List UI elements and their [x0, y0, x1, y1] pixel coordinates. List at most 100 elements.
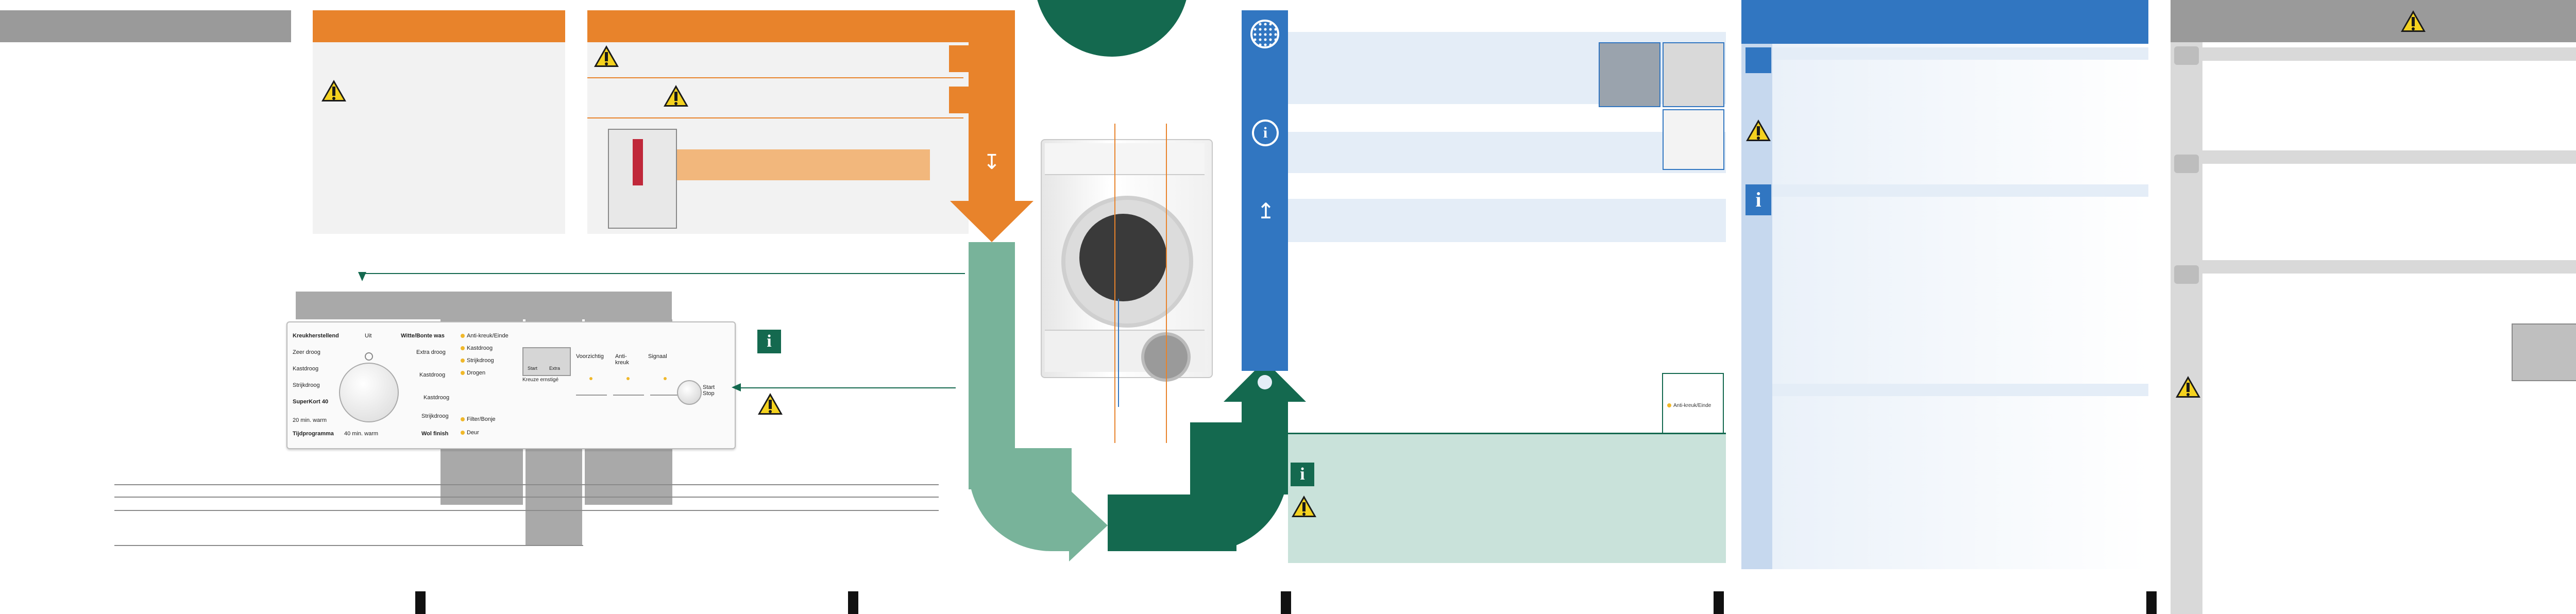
- option-button-label: Signaal: [648, 353, 667, 360]
- dryer-top-panel: [1045, 143, 1205, 175]
- column-2-header-bar: [313, 10, 565, 42]
- notes-panel: [1288, 434, 1726, 563]
- fold-mark: [1714, 591, 1724, 614]
- option-button[interactable]: [650, 389, 681, 396]
- warning-icon: [321, 80, 346, 101]
- program-label: Kastdroog: [293, 366, 319, 372]
- callout-line: [1166, 124, 1167, 443]
- program-label: 40 min. warm: [344, 431, 379, 437]
- column-5-content: [1772, 44, 2148, 569]
- program-dial[interactable]: [339, 363, 399, 422]
- display-caption: Kreuze ernstigé: [522, 377, 559, 383]
- info-icon: i: [1745, 184, 1771, 215]
- info-circle-icon: i: [1252, 120, 1279, 146]
- orange-arrow-head: [950, 201, 1033, 242]
- blue-side-column: [1242, 10, 1288, 371]
- status-indicator: Deur: [461, 430, 479, 436]
- option-led: [664, 377, 667, 380]
- program-label: Kreukherstellend: [293, 333, 339, 339]
- option-button[interactable]: [576, 389, 607, 396]
- filter-photo: [1599, 42, 1660, 107]
- panel-label-band: [296, 292, 672, 319]
- connector-line: [362, 273, 965, 274]
- green-arrow-curve: [969, 448, 1072, 551]
- green-arrow-head: [1069, 489, 1108, 561]
- connector-arrow: [732, 383, 741, 391]
- status-indicator: Kastdroog: [461, 345, 493, 351]
- section-band: [1772, 184, 2148, 197]
- program-label: Tijdprogramma: [293, 431, 334, 437]
- dial-marker: [365, 352, 373, 361]
- column-6-side-strip: [2171, 42, 2202, 614]
- highlight-band: [672, 149, 930, 180]
- program-label: Extra droog: [416, 349, 446, 355]
- option-button[interactable]: [613, 389, 644, 396]
- lint-filter-icon: ↧: [983, 151, 1001, 174]
- section-band: [1288, 132, 1726, 173]
- warning-icon: [594, 45, 619, 67]
- status-indicator: Anti-kreuk/Einde: [461, 333, 509, 339]
- program-label: 20 min. warm: [293, 417, 327, 423]
- status-indicator: Strijkdroog: [461, 357, 494, 364]
- arrow-into-photo: [633, 139, 643, 185]
- status-indicator: Filter/Bonje: [461, 416, 496, 422]
- column-6-header-bar: [2171, 0, 2576, 42]
- start-stop-label: Start Stop: [703, 384, 715, 397]
- program-label: Kastdroog: [423, 395, 450, 401]
- dryer-illustration: [1041, 139, 1226, 382]
- dark-green-arrow-vertical: [1242, 391, 1288, 494]
- start-stop-button[interactable]: [677, 380, 702, 405]
- option-led: [626, 377, 630, 380]
- hand-icon: [2174, 265, 2199, 284]
- option-button-label: Voorzichtig: [576, 353, 604, 360]
- display-right-label: Extra: [549, 366, 561, 371]
- blue-arrow-circle: [1258, 375, 1272, 389]
- orange-arrow-shaft: [969, 10, 1015, 201]
- blue-column-divider: [1288, 433, 1726, 434]
- callout-line: [1114, 124, 1115, 443]
- hand-icon: [2174, 46, 2199, 65]
- door-seal-photo: [2512, 323, 2576, 381]
- shirt-icon: [1745, 47, 1771, 73]
- option-button-label: Anti-kreuk: [615, 353, 629, 366]
- warning-icon: [1746, 120, 1771, 141]
- display-screen: Start Extra: [522, 347, 571, 376]
- leader-line: [114, 484, 939, 485]
- warning-icon: [758, 393, 783, 415]
- hand-icon: [2174, 155, 2199, 173]
- callout-line: [1118, 299, 1119, 407]
- display-left-label: Start: [528, 366, 538, 371]
- program-label: Strijkdroog: [421, 413, 449, 419]
- info-icon: i: [757, 330, 781, 353]
- section-band: [2202, 47, 2576, 61]
- dial-photo: [1663, 109, 1724, 170]
- filter-detail-photo: [1663, 42, 1724, 107]
- warning-icon: [2176, 376, 2200, 398]
- program-label: Zeer droog: [293, 349, 320, 355]
- warning-icon: [664, 85, 688, 107]
- fold-mark: [848, 591, 858, 614]
- leader-line: [114, 510, 939, 511]
- program-label: Kastdroog: [419, 372, 446, 378]
- dryer-drum: [1079, 214, 1167, 301]
- connector-arrow: [358, 272, 366, 281]
- column-2-panel: [313, 42, 565, 234]
- program-label: Wol finish: [421, 431, 449, 437]
- program-label: Witte/Bonte was: [401, 333, 445, 339]
- column-3-header-bar: [587, 10, 1015, 42]
- control-panel: Kreukherstellend Zeer droog Kastdroog St…: [286, 321, 736, 449]
- top-half-circle: [1035, 0, 1189, 57]
- option-led: [589, 377, 592, 380]
- divider: [587, 77, 963, 78]
- info-icon: i: [1291, 463, 1314, 486]
- off-label: Uit: [365, 333, 372, 339]
- program-label: Strijkdroog: [293, 382, 320, 388]
- column-1-header-bar: [0, 10, 291, 42]
- divider: [587, 117, 963, 118]
- indicator-legend: Anti-kreuk/Einde: [1662, 373, 1724, 435]
- column-5-header-bar: [1741, 0, 2148, 44]
- leader-line: [114, 497, 939, 498]
- status-indicator: Drogen: [461, 370, 485, 376]
- fold-mark: [1281, 591, 1291, 614]
- warning-icon: [1292, 496, 1316, 517]
